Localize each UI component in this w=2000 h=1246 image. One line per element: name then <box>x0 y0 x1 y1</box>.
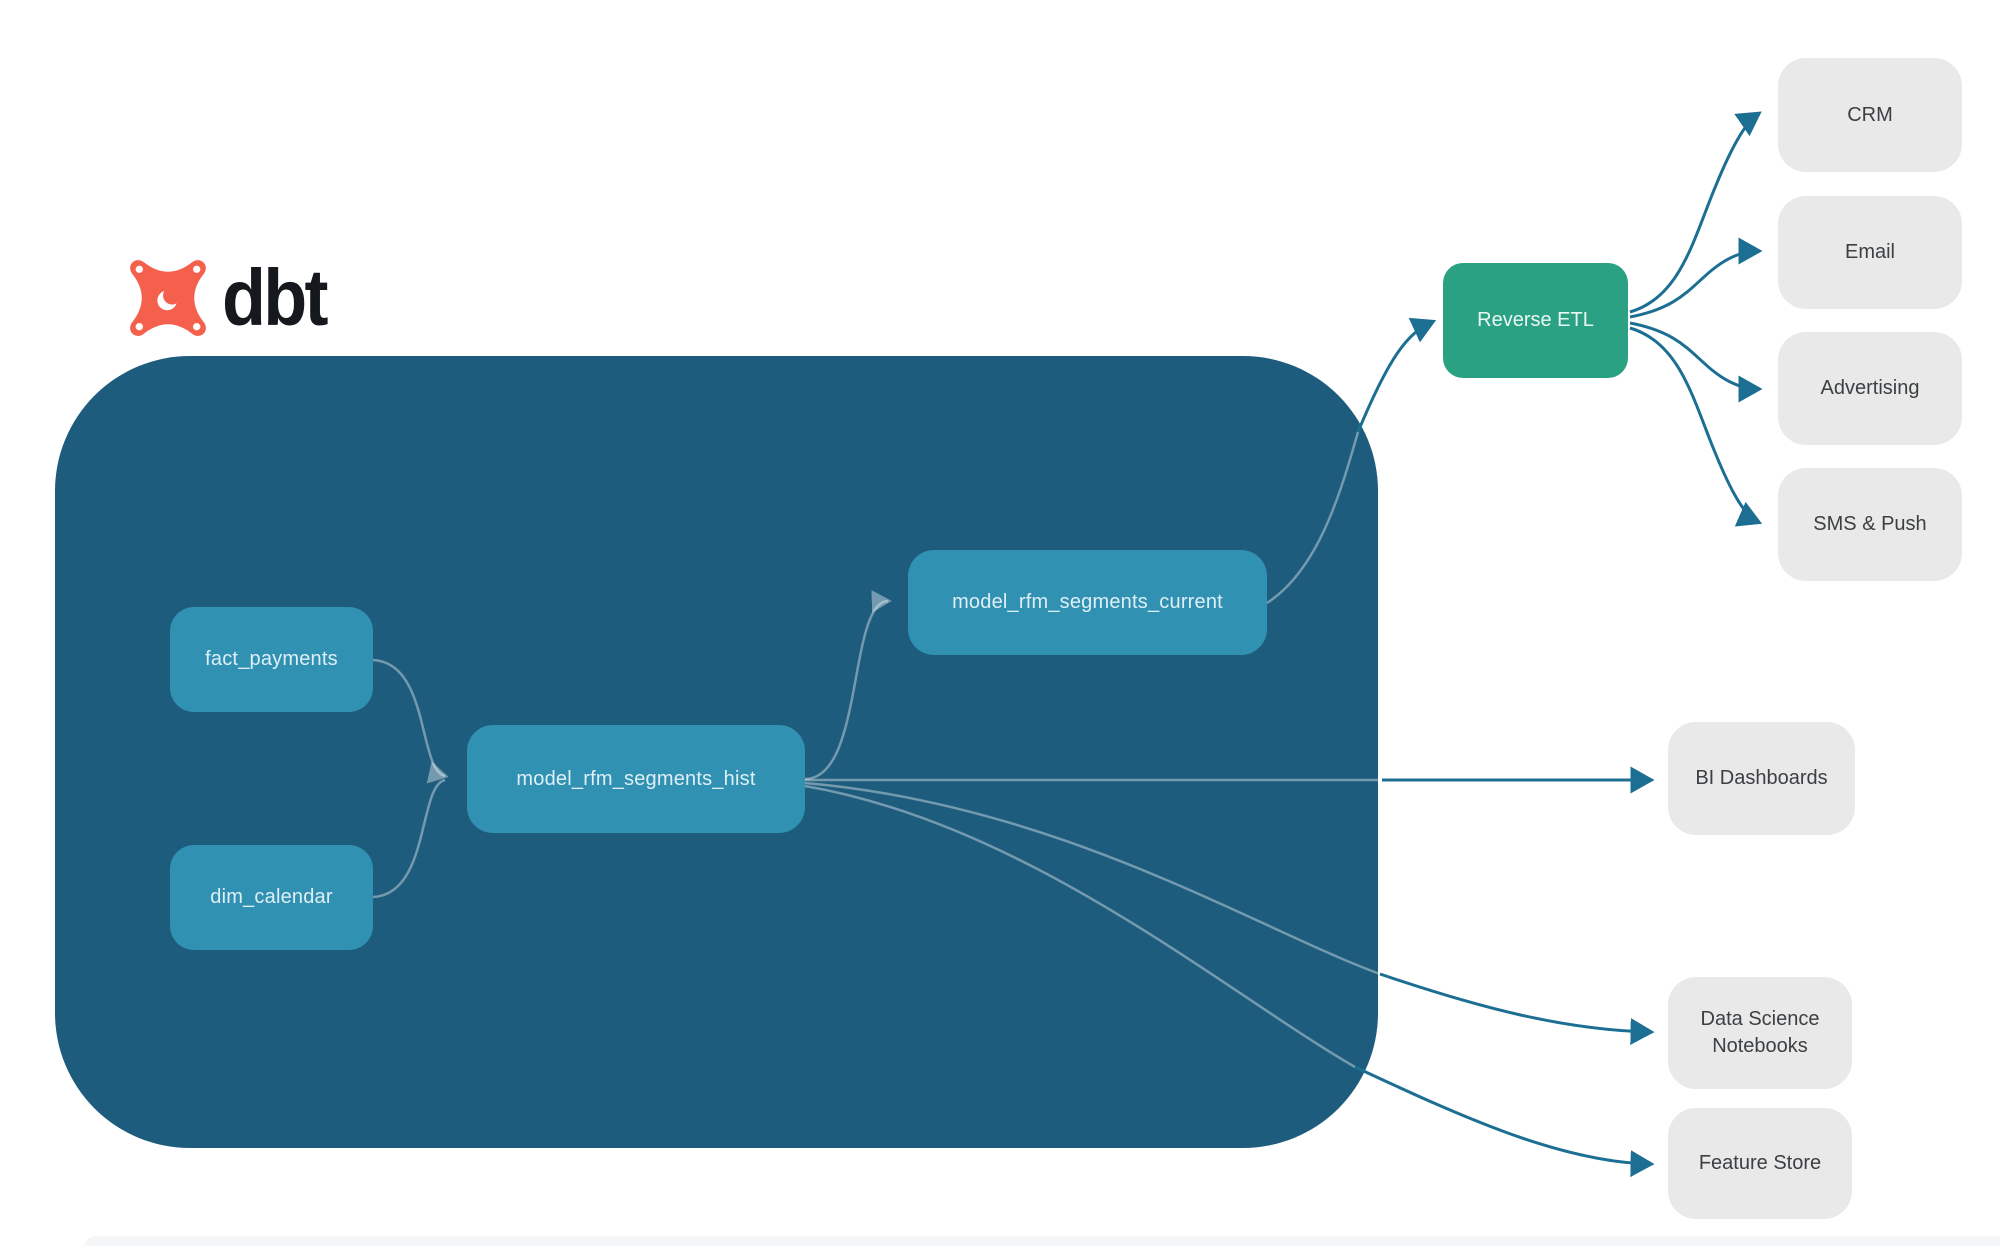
dest-feature-store-label: Feature Store <box>1698 1152 1822 1174</box>
dest-crm-label: CRM <box>1847 103 1893 126</box>
edge-dim-to-hist <box>372 778 446 899</box>
edge-hist-to-current <box>804 590 892 781</box>
edge-reverse-etl-to-crm <box>1629 111 1762 314</box>
dest-bi-dashboards-label: BI Dashboards <box>1695 767 1828 789</box>
edge-to-data-science <box>1379 972 1655 1046</box>
edge-current-to-reverse-etl-inside <box>1266 431 1360 605</box>
dest-email-label: Email <box>1844 241 1895 263</box>
dest-bi-dashboards: BI Dashboards <box>1668 722 1855 835</box>
node-model-rfm-segments-hist-label: model_rfm_segments_hist <box>516 767 756 790</box>
edge-hist-to-fs-inside <box>804 784 1356 1069</box>
node-fact-payments: fact_payments <box>170 607 373 712</box>
node-model-rfm-segments-current-label: model_rfm_segments_current <box>952 591 1223 613</box>
node-model-rfm-segments-current: model_rfm_segments_current <box>908 550 1267 655</box>
reverse-etl-label: Reverse ETL <box>1477 309 1594 331</box>
edge-reverse-etl-to-sms <box>1629 326 1763 527</box>
node-dim-calendar: dim_calendar <box>170 845 373 950</box>
reverse-etl-node: Reverse ETL <box>1443 263 1628 378</box>
dest-data-science-notebooks: Data Science Notebooks <box>1668 977 1852 1089</box>
dbt-logo: dbt <box>124 248 384 348</box>
edge-current-to-reverse-etl <box>1356 317 1437 433</box>
node-dim-calendar-label: dim_calendar <box>210 886 333 908</box>
dest-advertising-label: Advertising <box>1820 377 1920 399</box>
dest-data-science-notebooks-label: Data Science Notebooks <box>1700 1008 1820 1057</box>
bottom-strip <box>85 1236 2000 1246</box>
edge-fact-to-hist <box>372 658 449 784</box>
dbt-logo-text: dbt <box>222 253 329 342</box>
dest-sms-push: SMS & Push <box>1778 468 1962 581</box>
edge-to-feature-store <box>1354 1065 1655 1178</box>
edge-reverse-etl-to-email <box>1629 237 1763 319</box>
node-fact-payments-label: fact_payments <box>205 648 338 670</box>
dest-sms-push-label: SMS & Push <box>1813 513 1927 535</box>
edge-hist-to-ds-inside <box>804 781 1381 976</box>
dest-feature-store: Feature Store <box>1668 1108 1852 1219</box>
dest-crm: CRM <box>1778 58 1962 172</box>
dbt-logo-icon <box>130 260 206 336</box>
edge-reverse-etl-to-advertising <box>1629 321 1763 403</box>
dest-advertising: Advertising <box>1778 332 1962 445</box>
node-model-rfm-segments-hist: model_rfm_segments_hist <box>467 725 805 833</box>
dest-email: Email <box>1778 196 1962 309</box>
